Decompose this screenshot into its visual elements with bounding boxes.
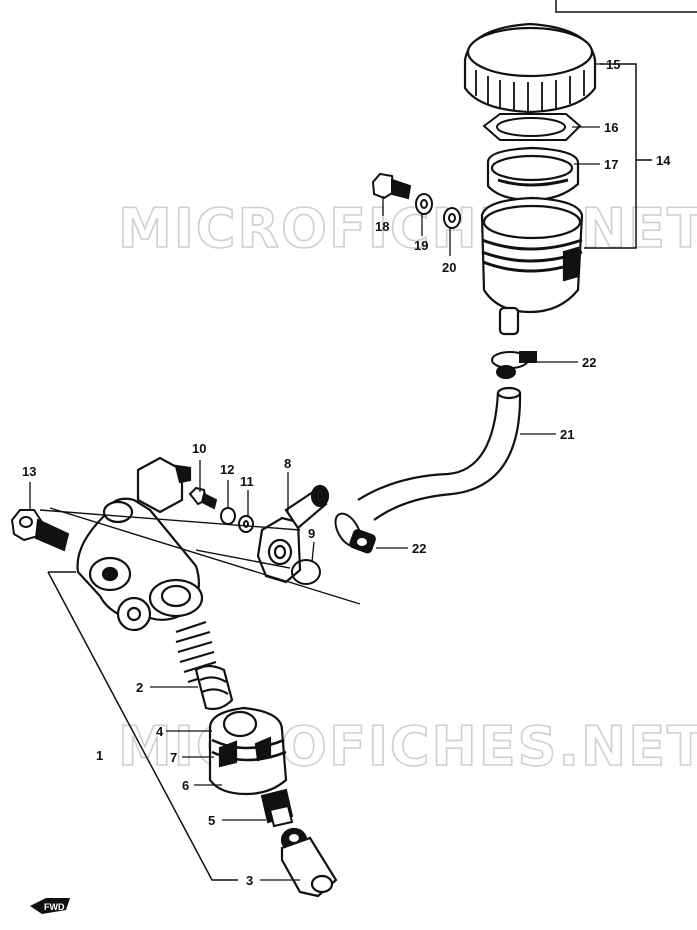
callout-15: 15 [606, 57, 620, 72]
o-ring-9 [291, 559, 321, 585]
callout-10: 10 [192, 441, 206, 456]
clamp-22-top [491, 351, 537, 379]
watermark-bottom: MICROFICHES.NET [118, 715, 697, 778]
callout-16: 16 [604, 120, 618, 135]
callout-7: 7 [170, 750, 177, 765]
callout-22-top: 22 [582, 355, 596, 370]
hose-joint-8 [256, 484, 330, 584]
fwd-arrow-icon: FWD [30, 898, 70, 914]
spring-2 [175, 620, 234, 711]
bolt-10 [188, 486, 218, 510]
rod-end-3 [280, 827, 338, 898]
callout-9: 9 [308, 526, 315, 541]
clamp-22-bottom [334, 512, 376, 554]
callout-14: 14 [656, 153, 671, 168]
watermark-top: MICROFICHES.NET [118, 197, 697, 260]
hose-21 [357, 386, 522, 521]
callout-18: 18 [375, 219, 389, 234]
reservoir-plate [482, 113, 582, 141]
washer-20 [443, 207, 461, 229]
callout-19: 19 [414, 238, 428, 253]
leader-lines [29, 63, 604, 881]
callout-2: 2 [136, 680, 143, 695]
callout-1: 1 [96, 748, 103, 763]
washer-12 [220, 507, 236, 525]
bolt-13 [10, 509, 70, 552]
callout-8: 8 [284, 456, 291, 471]
bolt-18 [371, 172, 412, 200]
washer-11 [238, 515, 254, 533]
fwd-label: FWD [44, 902, 65, 912]
piston-cup-4-7-6 [208, 706, 288, 796]
washer-19 [415, 193, 433, 215]
reservoir-diaphragm [486, 146, 580, 202]
push-rod-5 [260, 788, 294, 828]
reservoir-body [480, 196, 584, 336]
callout-5: 5 [208, 813, 215, 828]
callout-20: 20 [442, 260, 456, 275]
callout-bracket-1 [47, 571, 238, 881]
callout-3: 3 [246, 873, 253, 888]
callout-6: 6 [182, 778, 189, 793]
callout-12: 12 [220, 462, 234, 477]
callout-22-bottom: 22 [412, 541, 426, 556]
callout-bracket-14 [584, 63, 637, 249]
guide-lines [39, 507, 361, 605]
reservoir-cap [463, 22, 597, 114]
callout-4: 4 [156, 724, 164, 739]
frame-corner [555, 0, 697, 13]
master-cylinder-body [76, 456, 204, 632]
callout-17: 17 [604, 157, 618, 172]
callout-13: 13 [22, 464, 36, 479]
callout-11: 11 [240, 474, 254, 489]
callout-21: 21 [560, 427, 574, 442]
